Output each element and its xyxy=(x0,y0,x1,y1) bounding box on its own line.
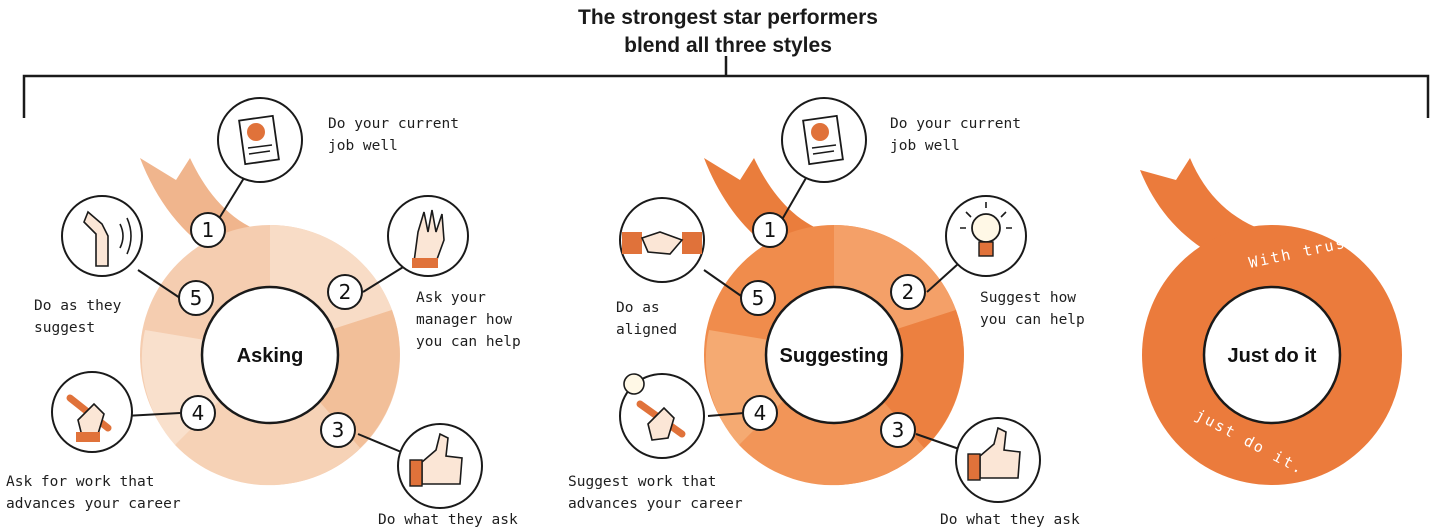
asking-step-4-badge: 4 xyxy=(180,395,216,431)
asking-step-3-badge: 3 xyxy=(320,412,356,448)
headline-line-2: blend all three styles xyxy=(624,34,832,57)
handshake-icon xyxy=(619,197,705,283)
suggesting-step-3-badge: 3 xyxy=(880,412,916,448)
suggesting-step-2-label: Suggest how you can help xyxy=(980,290,1085,328)
asking-cycle: Asking 1 2 3 4 5 xyxy=(6,97,521,528)
lightbulb-icon xyxy=(945,195,1027,277)
report-card-icon xyxy=(781,97,867,183)
suggesting-cycle: Suggesting 1 2 3 4 5 xyxy=(568,97,1085,528)
asking-step-2-label: Ask your manager how you can help xyxy=(416,290,521,350)
suggesting-step-4-badge: 4 xyxy=(742,395,778,431)
suggesting-step-3-label: Do what they ask xyxy=(940,512,1080,528)
asking-hub xyxy=(200,285,340,425)
just-do-it-hub xyxy=(1202,285,1342,425)
suggesting-step-5-badge: 5 xyxy=(740,280,776,316)
just-do-it-center-label: Just do it xyxy=(1228,345,1317,367)
report-card-icon xyxy=(217,97,303,183)
asking-step-2-number: 2 xyxy=(339,280,352,304)
thumbs-up-icon xyxy=(955,417,1041,503)
asking-step-3-label: Do what they ask xyxy=(378,512,518,528)
wrench-hand-icon xyxy=(51,371,133,453)
suggesting-step-2-badge: 2 xyxy=(890,274,926,310)
suggesting-step-3-number: 3 xyxy=(892,418,905,442)
suggesting-step-5-label: Do as aligned xyxy=(616,300,677,338)
asking-ring-segment xyxy=(270,225,392,330)
asking-center-label: Asking xyxy=(237,345,304,367)
phone-hand-icon xyxy=(61,195,143,277)
lightbulb-wrench-icon xyxy=(619,373,705,459)
suggesting-step-1-badge: 1 xyxy=(752,212,788,248)
suggesting-step-4-label: Suggest work that advances your career xyxy=(568,474,743,512)
asking-connectors xyxy=(124,177,409,455)
suggesting-hub xyxy=(764,285,904,425)
asking-step-5-number: 5 xyxy=(190,286,203,310)
asking-step-3-number: 3 xyxy=(332,418,345,442)
asking-step-1-number: 1 xyxy=(202,218,215,242)
asking-step-1-badge: 1 xyxy=(190,212,226,248)
thumbs-up-icon xyxy=(397,423,483,509)
asking-ring-segment xyxy=(175,398,360,486)
asking-step-2-badge: 2 xyxy=(327,274,363,310)
asking-step-4-label: Ask for work that advances your career xyxy=(6,474,181,512)
suggesting-step-4-number: 4 xyxy=(754,401,767,425)
suggesting-ring-segment xyxy=(834,225,956,330)
suggesting-step-5-number: 5 xyxy=(752,286,765,310)
suggesting-ring-segment xyxy=(739,398,924,486)
just-do-it-cycle: Just do it With trust, just do it. xyxy=(1140,158,1402,485)
asking-step-4-number: 4 xyxy=(192,401,205,425)
suggesting-step-1-label: Do your current job well xyxy=(890,116,1030,154)
suggesting-step-1-number: 1 xyxy=(764,218,777,242)
asking-step-5-badge: 5 xyxy=(178,280,214,316)
headline-line-1: The strongest star performers xyxy=(578,6,878,29)
suggesting-center-label: Suggesting xyxy=(780,345,889,367)
bracket xyxy=(22,56,1430,118)
asking-step-5-label: Do as they suggest xyxy=(34,298,130,336)
raised-hand-icon xyxy=(387,195,469,277)
suggesting-step-2-number: 2 xyxy=(902,280,915,304)
asking-step-1-label: Do your current job well xyxy=(328,116,468,154)
headline: The strongest star performers blend all … xyxy=(528,4,928,60)
